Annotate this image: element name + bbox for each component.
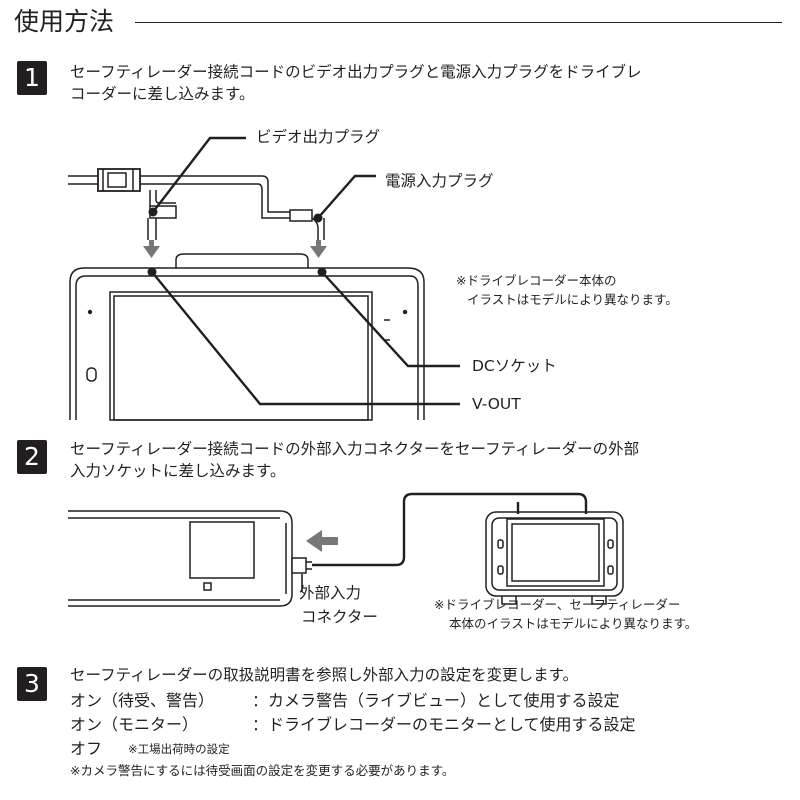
step-3-badge: 3 [17,667,47,701]
step-2-badge: 2 [17,440,47,474]
step-2-text-line-1: セーフティレーダー接続コードの外部入力コネクターをセーフティレーダーの外部 [70,440,640,458]
vout-label: V-OUT [472,395,521,413]
setting-2-desc: ：ドライブレコーダーのモニターとして使用する設定 [252,715,636,734]
setting-2-name: オン（モニター） [70,715,199,734]
connector-label-line-2: コネクター [301,608,378,626]
dc-socket-label: DCソケット [472,357,557,375]
title-rule [135,22,782,23]
step-3-text: セーフティレーダーの取扱説明書を参照し外部入力の設定を変更します。 [70,666,579,684]
power-plug-label: 電源入力プラグ [385,172,494,190]
diagram-2-note-line-2: 本体のイラストはモデルにより異なります。 [449,616,698,631]
page-title: 使用方法 [14,7,115,36]
step-2-text-line-2: 入力ソケットに差し込みます。 [70,462,286,480]
diagram-1-note-line-2: イラストはモデルにより異なります。 [467,292,678,307]
footer-note: ※カメラ警告にするには待受画面の設定を変更する必要があります。 [70,763,455,778]
step-1-text-line-1: セーフティレーダー接続コードのビデオ出力プラグと電源入力プラグをドライブレ [70,63,642,81]
step-1-text-line-2: コーダーに差し込みます。 [70,85,255,103]
video-plug-label: ビデオ出力プラグ [256,128,381,146]
step-1-badge: 1 [17,61,47,95]
setting-3-note: ※工場出荷時の設定 [128,742,230,756]
connector-label-line-1: 外部入力 [299,584,362,602]
setting-3-name: オフ [70,739,103,758]
setting-1-name: オン（待受、警告） [70,691,215,710]
diagram-2-note-line-1: ※ドライブレコーダー、セーフティレーダー [434,597,681,612]
diagram-1-note-line-1: ※ドライブレコーダー本体の [456,273,617,288]
setting-1-desc: ：カメラ警告（ライブビュー）として使用する設定 [252,691,620,710]
